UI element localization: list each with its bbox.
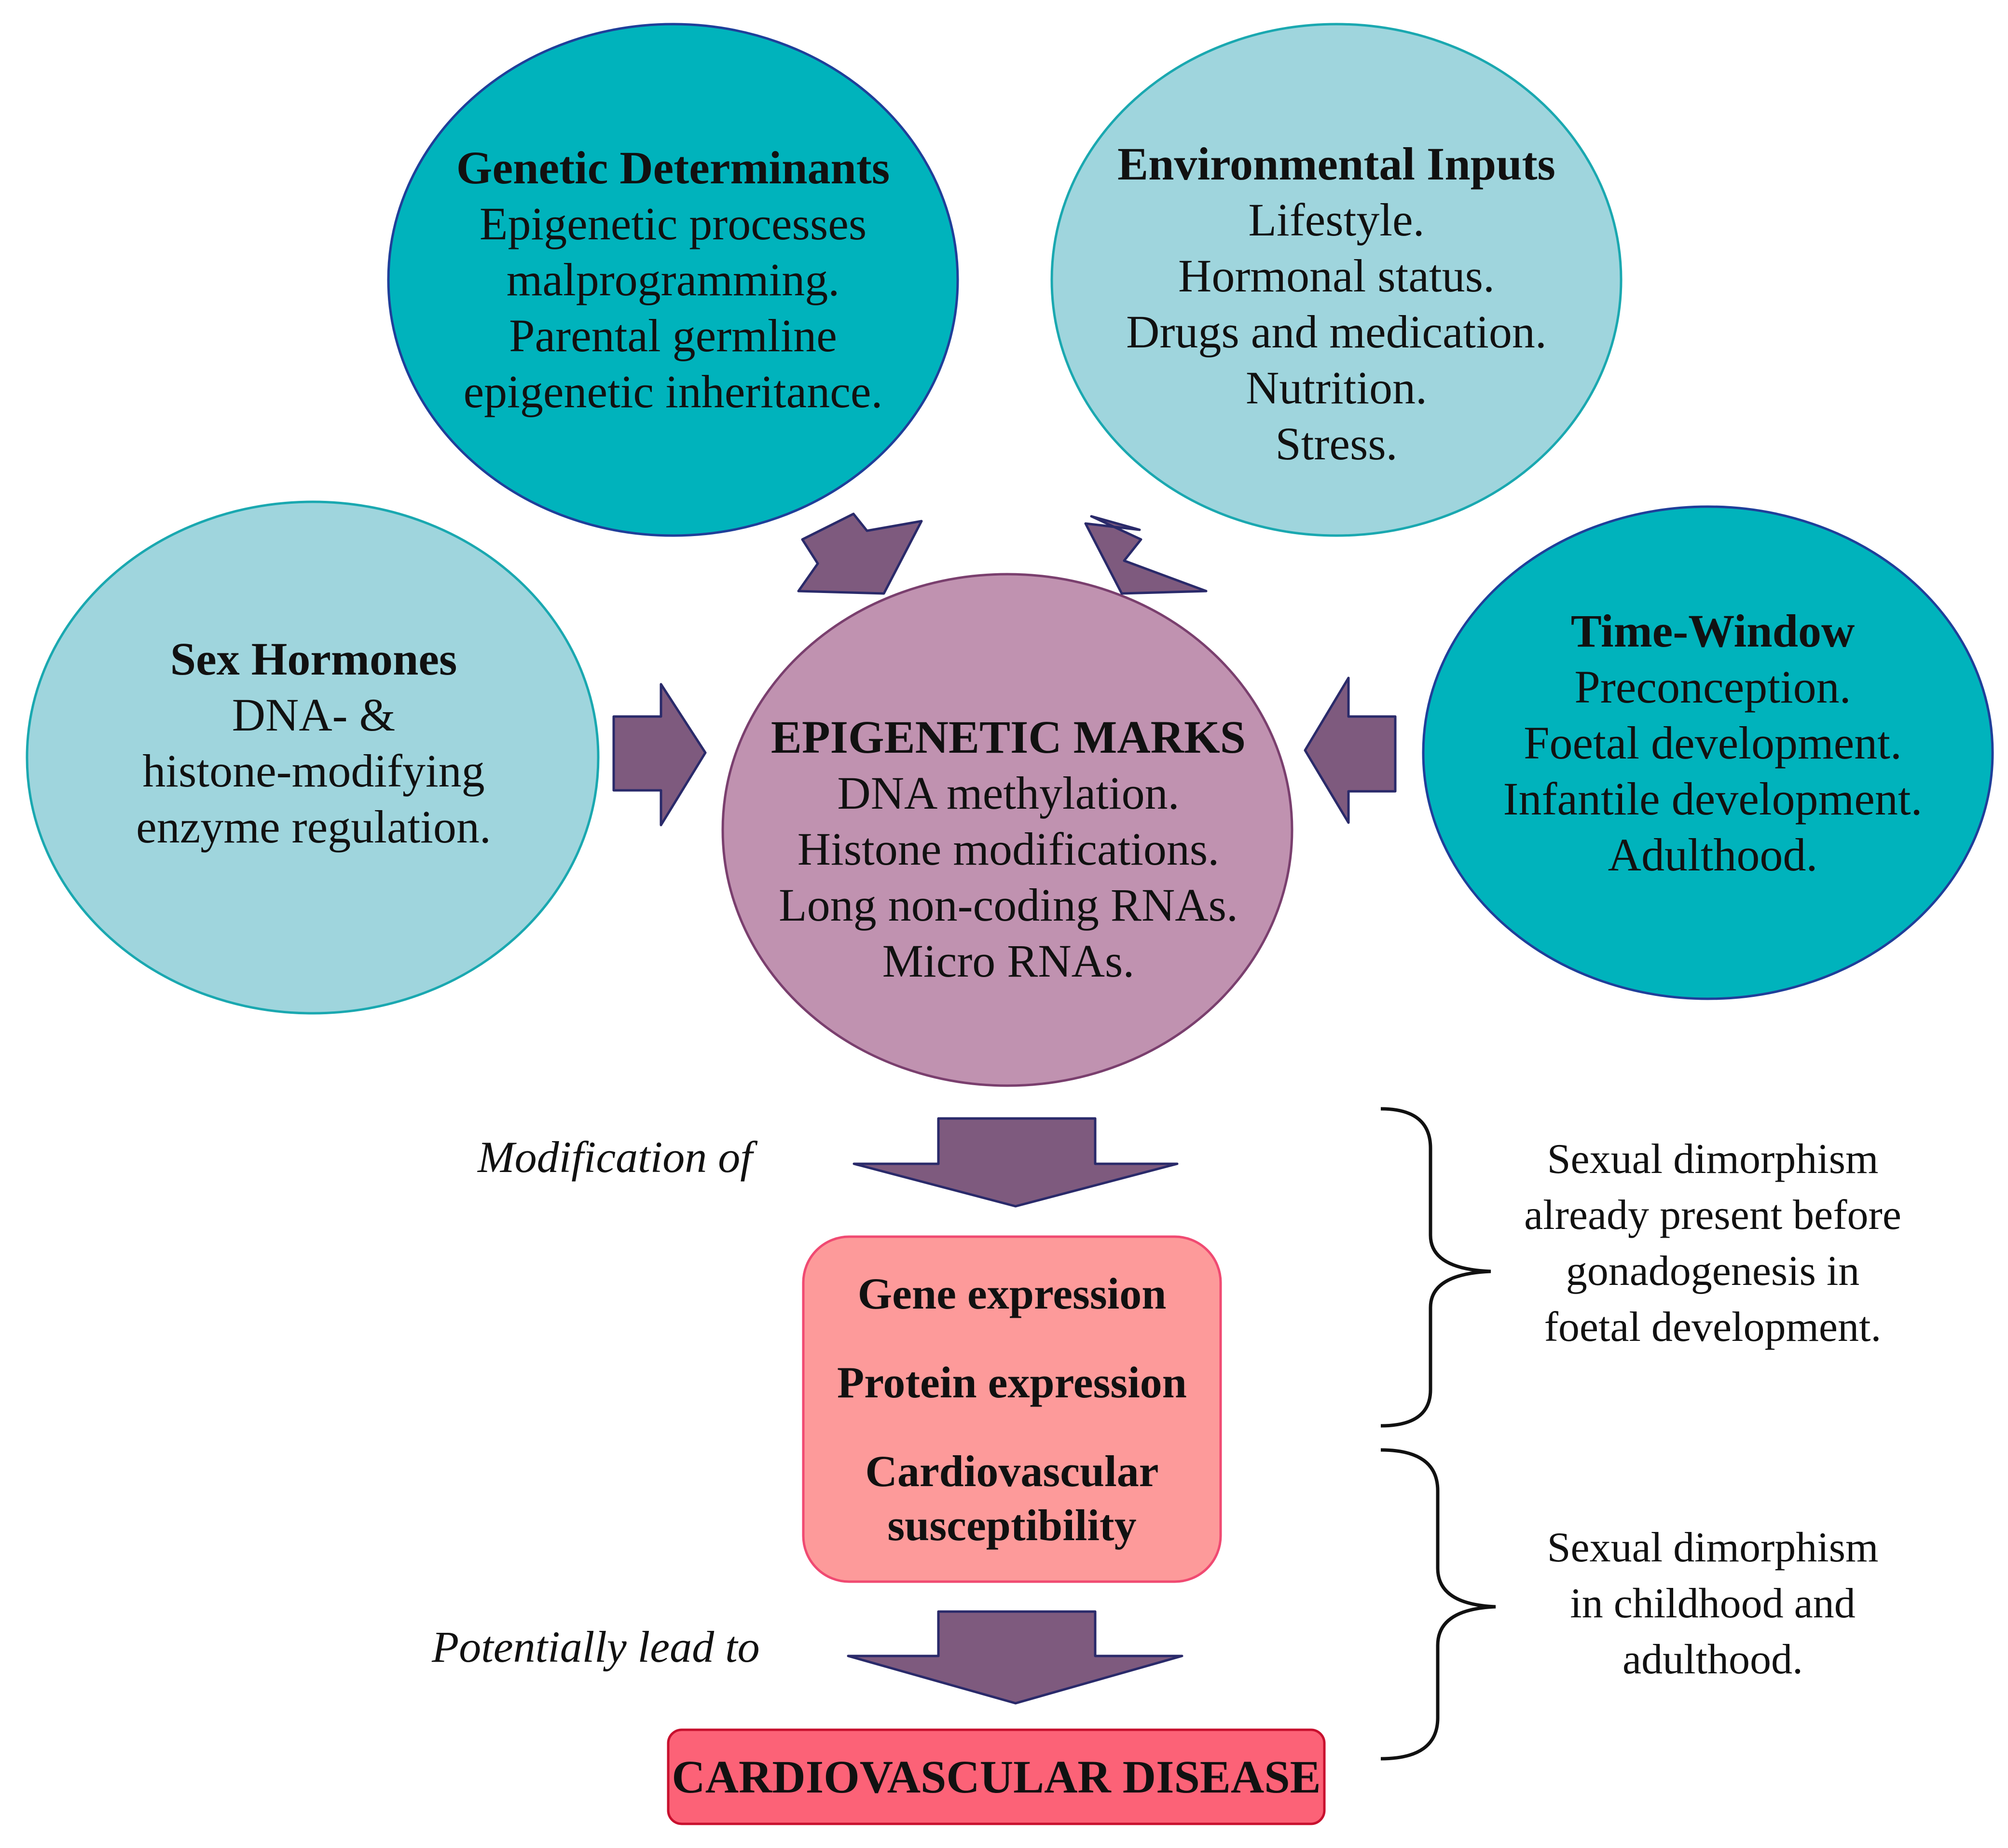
arrow-genetic-to-marks-body — [797, 512, 923, 595]
disease-box-content: CARDIOVASCULAR DISEASE — [668, 1730, 1324, 1824]
sex-hormones-line: histone-modifying — [142, 745, 485, 797]
susceptibility-label: susceptibility — [887, 1500, 1137, 1550]
modification-of-label: Modification of — [478, 1132, 753, 1182]
genetic-line: Parental germline — [509, 310, 837, 361]
time-window-line: Infantile development. — [1503, 773, 1923, 825]
brace-adult — [1380, 1448, 1496, 1761]
cardiovascular-label: Cardiovascular — [865, 1446, 1159, 1496]
time-window-line: Foetal development. — [1524, 717, 1902, 769]
genetic-line: Epigenetic processes — [479, 198, 867, 249]
epigenetic-marks-node: EPIGENETIC MARKS DNA methylation. Histon… — [753, 690, 1264, 1008]
environmental-line: Lifestyle. — [1248, 194, 1425, 246]
epigenetic-marks-line: Histone modifications. — [797, 823, 1220, 875]
environmental-line: Stress. — [1275, 418, 1398, 469]
genetic-determinants-circle — [387, 23, 959, 537]
arrow-down-modification — [853, 1117, 1179, 1208]
note-foetal-line: gonadogenesis in — [1566, 1248, 1860, 1295]
note-foetal-line: foetal development. — [1544, 1304, 1882, 1351]
note-adult-line: in childhood and — [1570, 1580, 1856, 1627]
sex-hormones-node: Sex Hormones DNA- & histone-modifying en… — [68, 627, 560, 859]
epigenetic-marks-title: EPIGENETIC MARKS — [770, 711, 1246, 763]
time-window-title: Time-Window — [1570, 605, 1855, 657]
sex-hormones-title: Sex Hormones — [170, 633, 457, 685]
gene-expression-label: Gene expression — [857, 1269, 1167, 1318]
expression-box — [802, 1235, 1222, 1583]
epigenetic-marks-line: DNA methylation. — [837, 767, 1180, 819]
time-window-node: Time-Window Preconception. Foetal develo… — [1457, 598, 1968, 888]
protein-expression-label: Protein expression — [837, 1357, 1187, 1407]
time-window-circle — [1422, 505, 1994, 1000]
note-adult: Sexual dimorphism in childhood and adult… — [1491, 1520, 1935, 1688]
time-window-line: Adulthood. — [1608, 829, 1818, 881]
time-window-line: Preconception. — [1574, 661, 1851, 713]
sex-hormones-line: DNA- & — [232, 689, 396, 741]
disease-box — [667, 1728, 1326, 1825]
note-foetal-line: Sexual dimorphism — [1547, 1136, 1879, 1183]
sex-hormones-circle — [26, 500, 600, 1015]
environmental-line: Nutrition. — [1246, 362, 1427, 414]
sex-hormones-line: enzyme regulation. — [136, 801, 491, 853]
arrow-time-window-to-marks — [1304, 676, 1397, 824]
arrow-environmental-to-marks — [1084, 515, 1208, 595]
epigenetic-marks-line: Long non-coding RNAs. — [779, 879, 1238, 931]
genetic-determinants-node: Genetic Determinants Epigenetic processe… — [417, 121, 929, 439]
cardiovascular-disease-label: CARDIOVASCULAR DISEASE — [672, 1751, 1321, 1803]
genetic-line: epigenetic inheritance. — [463, 366, 883, 417]
note-adult-line: Sexual dimorphism — [1547, 1524, 1879, 1571]
environmental-inputs-node: Environmental Inputs Lifestyle. Hormonal… — [1081, 130, 1592, 478]
expression-box-content: Gene expression Protein expression Cardi… — [803, 1237, 1221, 1582]
epigenetic-marks-circle — [721, 573, 1293, 1087]
note-foetal: Sexual dimorphism already present before… — [1491, 1131, 1935, 1355]
environmental-line: Hormonal status. — [1178, 250, 1495, 302]
note-adult-line: adulthood. — [1623, 1636, 1803, 1683]
genetic-line: malprogramming. — [506, 254, 840, 305]
genetic-determinants-title: Genetic Determinants — [456, 142, 890, 193]
epigenetic-marks-line: Micro RNAs. — [882, 935, 1135, 987]
brace-foetal — [1380, 1107, 1491, 1428]
arrow-down-lead-to — [847, 1610, 1183, 1705]
arrow-sex-hormones-to-marks — [612, 683, 707, 827]
note-foetal-line: already present before — [1524, 1192, 1901, 1239]
potentially-lead-to-label: Potentially lead to — [432, 1622, 760, 1671]
environmental-inputs-title: Environmental Inputs — [1117, 138, 1555, 190]
environmental-inputs-circle — [1050, 23, 1623, 537]
environmental-line: Drugs and medication. — [1126, 306, 1547, 358]
